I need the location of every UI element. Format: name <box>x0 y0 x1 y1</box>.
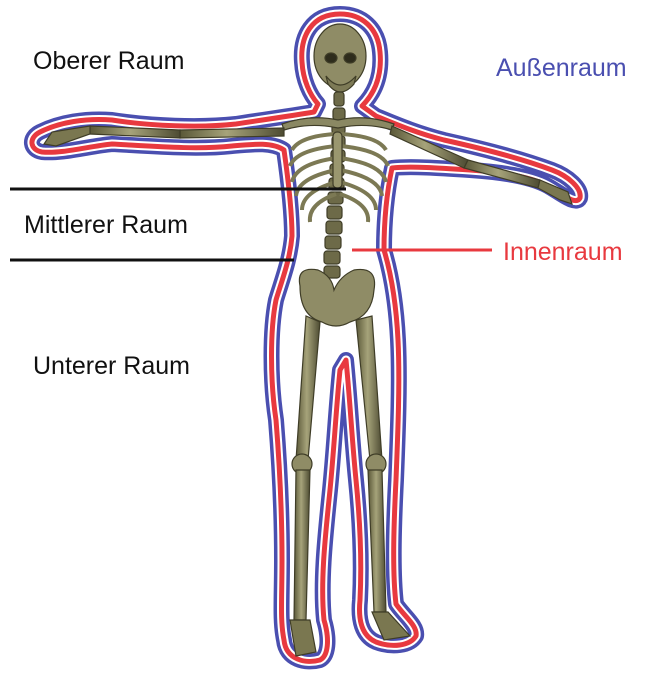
left-humerus <box>180 128 284 138</box>
upper-space-label: Oberer Raum <box>33 49 184 74</box>
left-tibia <box>294 470 310 620</box>
skull <box>314 24 366 88</box>
sternum <box>333 132 342 188</box>
right-tibia <box>368 470 386 612</box>
middle-space-label: Mittlerer Raum <box>24 213 188 238</box>
left-femur <box>296 316 320 460</box>
clavicles <box>282 118 394 130</box>
eye-socket-right <box>344 53 356 63</box>
lower-space-label: Unterer Raum <box>33 354 190 379</box>
inner-space-label: Innenraum <box>503 240 623 265</box>
outer-space-label: Außenraum <box>496 56 627 81</box>
eye-socket-left <box>325 53 337 63</box>
